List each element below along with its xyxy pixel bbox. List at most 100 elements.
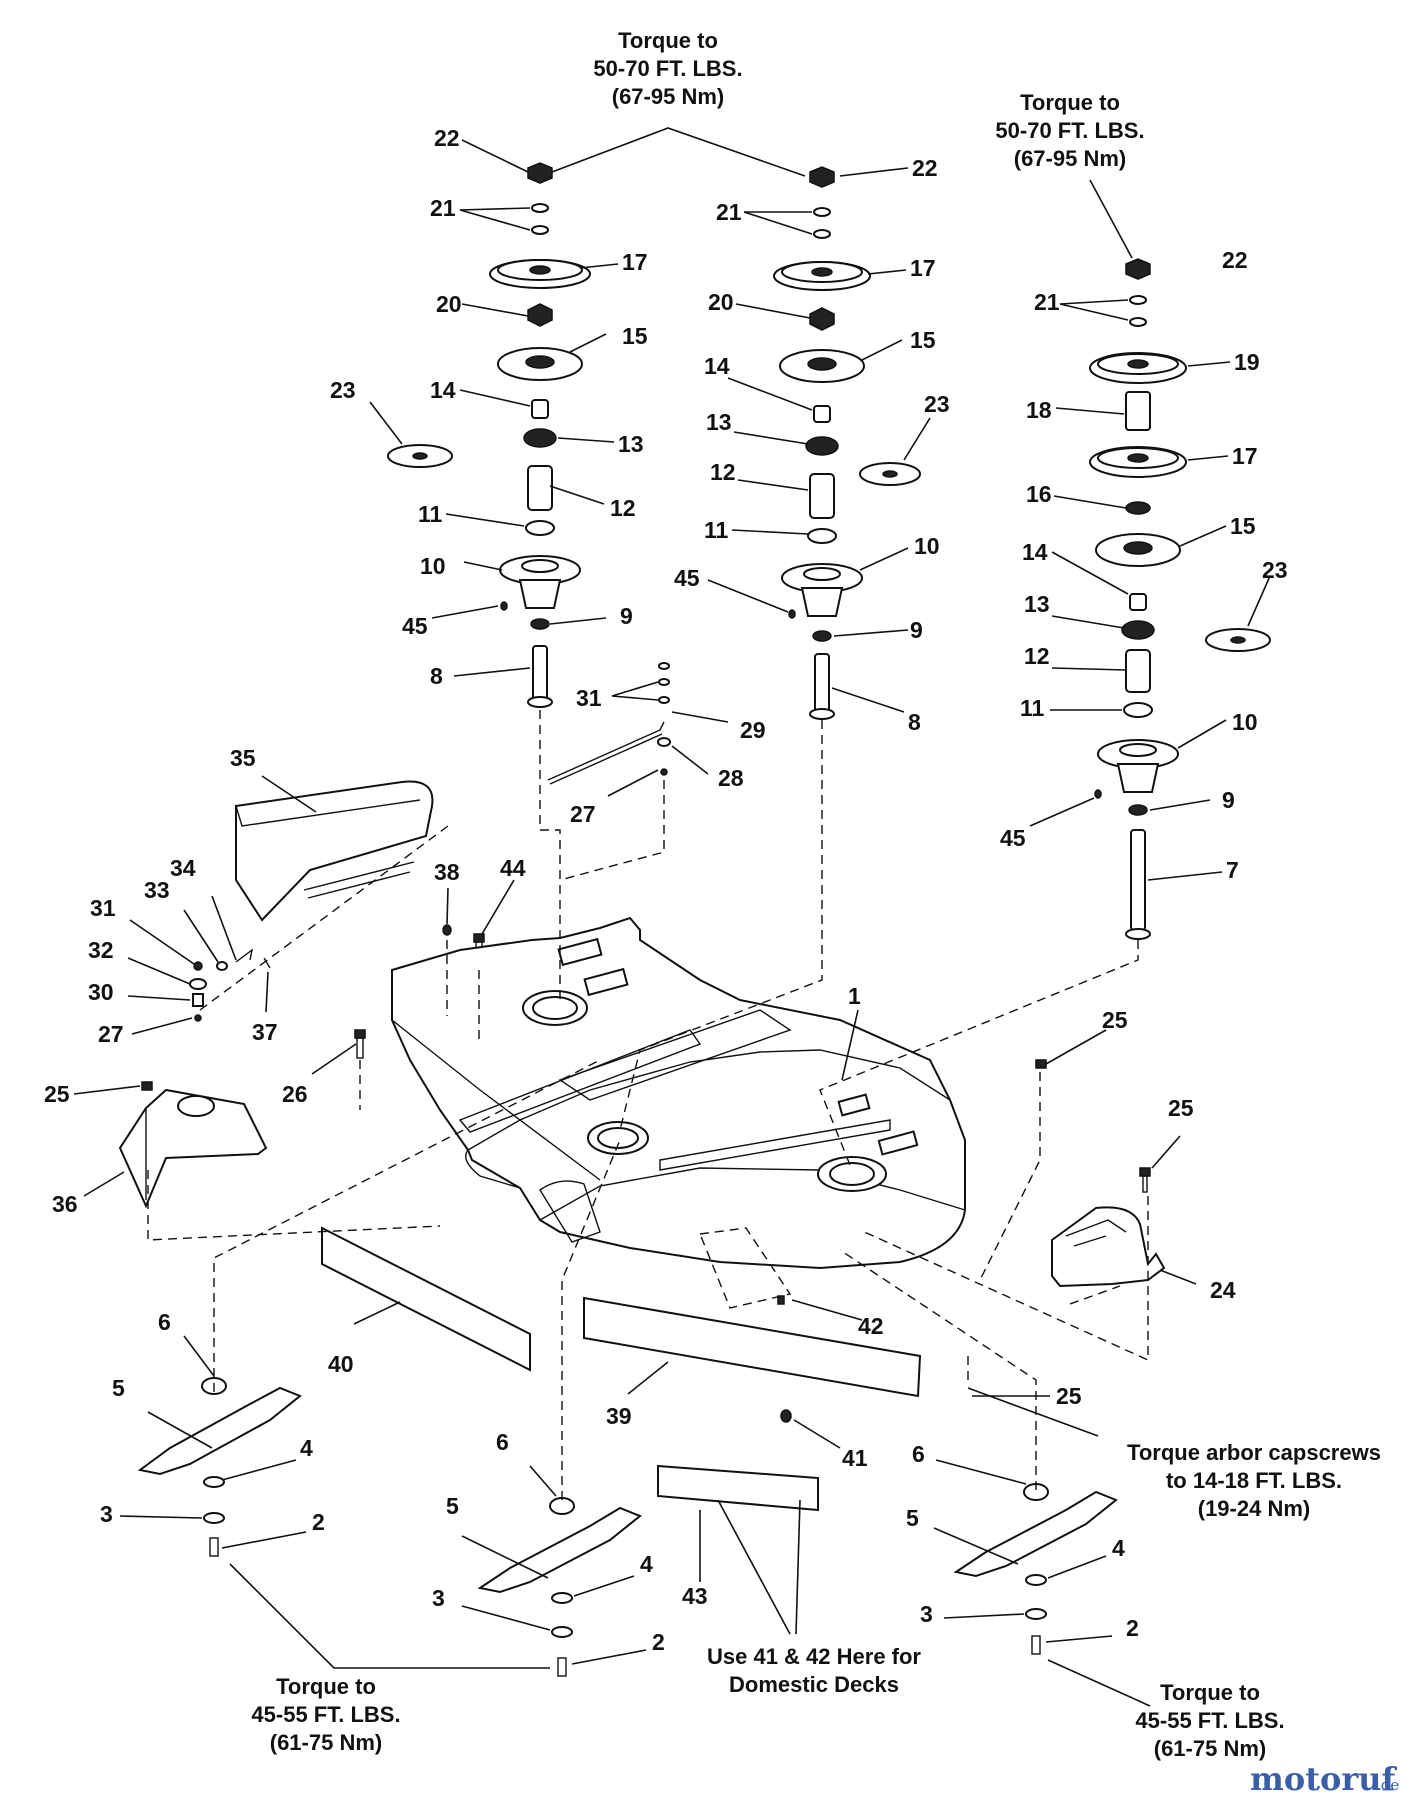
callout-3: 3 bbox=[432, 1585, 445, 1611]
callout-leaders bbox=[73, 139, 1271, 1707]
svg-text:50-70 FT. LBS.: 50-70 FT. LBS. bbox=[593, 56, 742, 81]
svg-text:to 14-18 FT. LBS.: to 14-18 FT. LBS. bbox=[1166, 1468, 1342, 1493]
callout-12: 12 bbox=[1024, 643, 1050, 669]
svg-text:(61-75 Nm): (61-75 Nm) bbox=[270, 1730, 382, 1755]
callout-40: 40 bbox=[328, 1351, 354, 1377]
callout-4: 4 bbox=[300, 1435, 313, 1461]
callout-25: 25 bbox=[1102, 1007, 1128, 1033]
callout-19: 19 bbox=[1234, 349, 1260, 375]
callout-15: 15 bbox=[910, 327, 936, 353]
callout-25: 25 bbox=[44, 1081, 70, 1107]
callout-24: 24 bbox=[1210, 1277, 1236, 1303]
callout-32: 32 bbox=[88, 937, 114, 963]
callout-34: 34 bbox=[170, 855, 196, 881]
callout-28: 28 bbox=[718, 765, 744, 791]
left-discharge-shield bbox=[118, 1081, 268, 1209]
callout-23: 23 bbox=[1262, 557, 1288, 583]
callout-10: 10 bbox=[1232, 709, 1258, 735]
mower-deck bbox=[391, 916, 966, 1270]
torque-note-blade-right: Torque to 45-55 FT. LBS. (61-75 Nm) bbox=[1135, 1680, 1284, 1761]
callout-14: 14 bbox=[1022, 539, 1048, 565]
callout-12: 12 bbox=[710, 459, 736, 485]
callout-9: 9 bbox=[1222, 787, 1235, 813]
callout-11: 11 bbox=[704, 517, 729, 543]
callout-22: 22 bbox=[434, 125, 460, 151]
svg-text:Torque arbor capscrews: Torque arbor capscrews bbox=[1127, 1440, 1381, 1465]
callout-35: 35 bbox=[230, 745, 256, 771]
callout-2: 2 bbox=[312, 1509, 325, 1535]
svg-text:(61-75 Nm): (61-75 Nm) bbox=[1154, 1736, 1266, 1761]
svg-text:Torque to: Torque to bbox=[1160, 1680, 1260, 1705]
svg-text:.de: .de bbox=[1376, 1776, 1399, 1794]
callout-10: 10 bbox=[914, 533, 940, 559]
deck-baffles bbox=[321, 1226, 922, 1512]
callout-29: 29 bbox=[740, 717, 766, 743]
callout-23: 23 bbox=[924, 391, 950, 417]
callout-31: 31 bbox=[90, 895, 116, 921]
spindle-assembly-left bbox=[387, 162, 591, 708]
callout-44: 44 bbox=[500, 855, 526, 881]
belt-cover bbox=[235, 780, 434, 922]
callout-6: 6 bbox=[496, 1429, 509, 1455]
callout-38: 38 bbox=[434, 859, 460, 885]
callout-22: 22 bbox=[912, 155, 938, 181]
svg-text:Domestic Decks: Domestic Decks bbox=[729, 1672, 899, 1697]
callout-16: 16 bbox=[1026, 481, 1052, 507]
callout-37: 37 bbox=[252, 1019, 278, 1045]
blade-assembly-right bbox=[953, 1483, 1118, 1655]
callout-33: 33 bbox=[144, 877, 170, 903]
callout-4: 4 bbox=[640, 1551, 653, 1577]
spindle-assembly-center bbox=[773, 166, 921, 720]
callout-numbers: 22 21 17 20 15 23 14 13 12 11 10 45 9 8 … bbox=[44, 125, 1288, 1655]
callout-20: 20 bbox=[708, 289, 734, 315]
svg-text:Torque to: Torque to bbox=[618, 28, 718, 53]
callout-42: 42 bbox=[858, 1313, 884, 1339]
watermark-logo: motoruf .de bbox=[1250, 1760, 1399, 1798]
callout-12: 12 bbox=[610, 495, 636, 521]
callout-30: 30 bbox=[88, 979, 114, 1005]
torque-note-arbor: Torque arbor capscrews to 14-18 FT. LBS.… bbox=[1127, 1440, 1381, 1521]
callout-45: 45 bbox=[674, 565, 700, 591]
callout-11: 11 bbox=[1020, 695, 1045, 721]
svg-text:50-70 FT. LBS.: 50-70 FT. LBS. bbox=[995, 118, 1144, 143]
svg-text:Use 41 & 42 Here for: Use 41 & 42 Here for bbox=[707, 1644, 921, 1669]
callout-2: 2 bbox=[1126, 1615, 1139, 1641]
callout-13: 13 bbox=[1024, 591, 1050, 617]
callout-26: 26 bbox=[282, 1081, 308, 1107]
callout-41: 41 bbox=[842, 1445, 868, 1471]
callout-15: 15 bbox=[622, 323, 648, 349]
callout-15: 15 bbox=[1230, 513, 1256, 539]
callout-27: 27 bbox=[98, 1021, 124, 1047]
torque-note-right-spindle: Torque to 50-70 FT. LBS. (67-95 Nm) bbox=[995, 90, 1145, 259]
bracket-hardware bbox=[189, 948, 271, 1022]
callout-20: 20 bbox=[436, 291, 462, 317]
blade-assembly-left bbox=[137, 1377, 302, 1557]
svg-text:Torque to: Torque to bbox=[276, 1674, 376, 1699]
callout-5: 5 bbox=[906, 1505, 919, 1531]
callout-43: 43 bbox=[682, 1583, 708, 1609]
callout-14: 14 bbox=[430, 377, 456, 403]
callout-25: 25 bbox=[1168, 1095, 1194, 1121]
callout-13: 13 bbox=[618, 431, 644, 457]
callout-45: 45 bbox=[1000, 825, 1026, 851]
callout-9: 9 bbox=[620, 603, 633, 629]
callout-10: 10 bbox=[420, 553, 446, 579]
callout-3: 3 bbox=[100, 1501, 113, 1527]
callout-25: 25 bbox=[1056, 1383, 1082, 1409]
callout-36: 36 bbox=[52, 1191, 78, 1217]
callout-21: 21 bbox=[430, 195, 456, 221]
svg-text:Torque to: Torque to bbox=[1020, 90, 1120, 115]
callout-23: 23 bbox=[330, 377, 356, 403]
callout-21: 21 bbox=[716, 199, 742, 225]
callout-27: 27 bbox=[570, 801, 596, 827]
callout-9: 9 bbox=[910, 617, 923, 643]
callout-17: 17 bbox=[910, 255, 936, 281]
svg-text:45-55 FT. LBS.: 45-55 FT. LBS. bbox=[251, 1702, 400, 1727]
svg-text:(67-95 Nm): (67-95 Nm) bbox=[1014, 146, 1126, 171]
belt-guide-linkage bbox=[547, 662, 671, 785]
assembly-dashed-lines bbox=[147, 710, 1149, 1500]
callout-5: 5 bbox=[112, 1375, 125, 1401]
callout-39: 39 bbox=[606, 1403, 632, 1429]
callout-8: 8 bbox=[908, 709, 921, 735]
